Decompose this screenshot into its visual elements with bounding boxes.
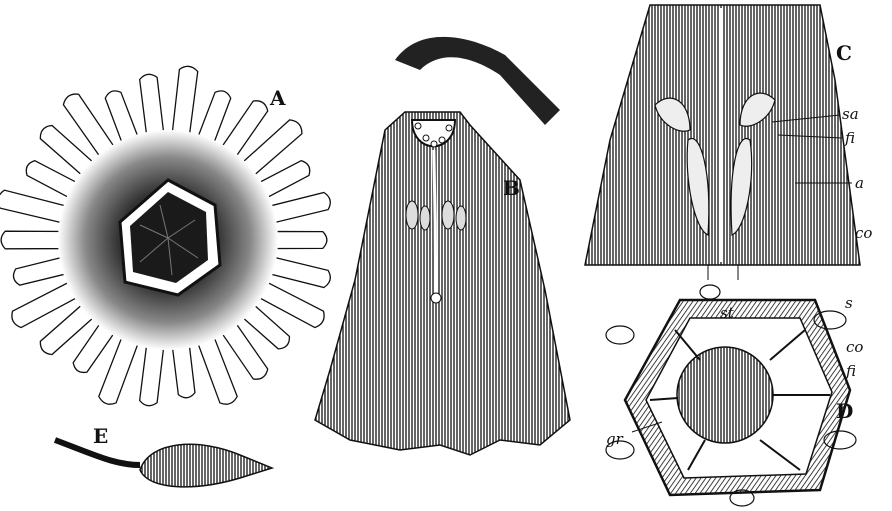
stigma <box>431 293 441 303</box>
part-label-c-co: co <box>855 224 872 242</box>
ovary-cross-section <box>677 347 773 443</box>
part-label-d-gr: gr <box>606 430 624 448</box>
corolla-tube-section <box>315 112 570 455</box>
figure-a-corolla-top-view <box>0 66 330 405</box>
figure-e-bud <box>55 440 272 487</box>
figure-d-cross-section <box>606 265 856 506</box>
figure-label-a: A <box>269 86 286 110</box>
part-label-d-co: co <box>846 338 863 356</box>
part-label-d-st: st <box>720 304 735 322</box>
part-label-c-a: a <box>855 174 864 192</box>
part-label-c-fi: fi <box>844 129 855 147</box>
bud-body <box>140 444 272 487</box>
figure-c-tube-detail <box>585 5 860 265</box>
part-label-c-sa: sa <box>842 105 859 123</box>
figure-label-e: E <box>93 424 108 448</box>
figure-label-c: C <box>836 41 852 65</box>
figure-label-d: D <box>836 399 853 423</box>
figure-b-flower-section <box>315 37 570 455</box>
style <box>434 150 436 295</box>
part-label-d-fi: fi <box>845 362 856 380</box>
part-label-d-s: s <box>845 294 853 312</box>
figure-label-b: B <box>503 176 520 200</box>
